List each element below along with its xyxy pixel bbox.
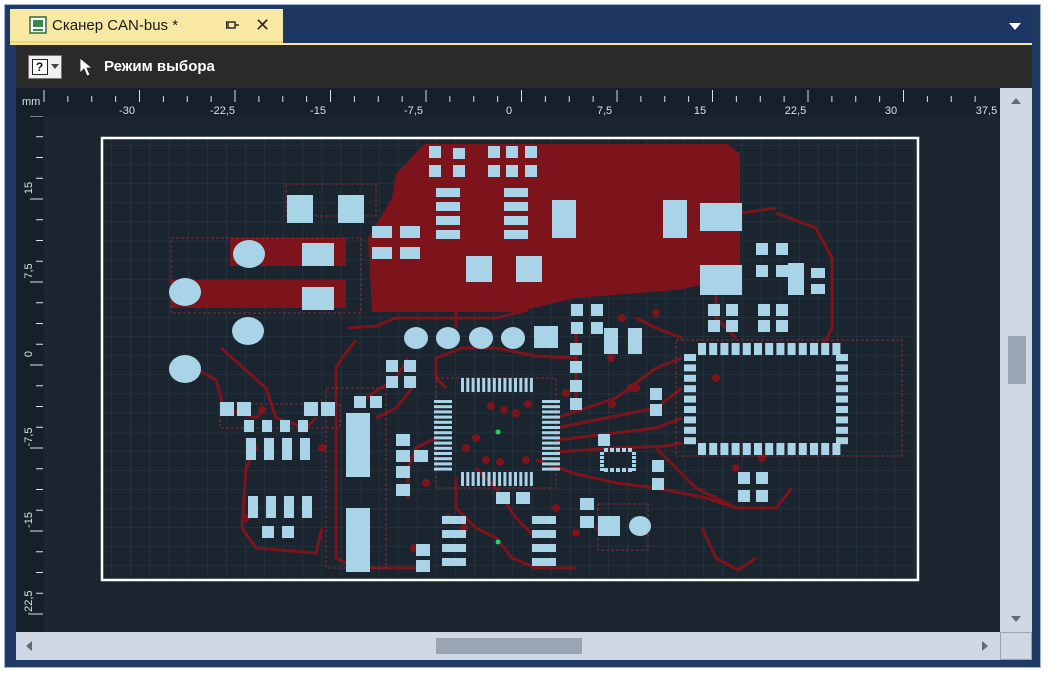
pin-icon[interactable] [226,18,240,32]
vertical-scrollbar[interactable] [1000,88,1032,632]
ruler-y-tick-label: -15 [23,512,35,528]
close-icon[interactable]: ✕ [255,15,271,35]
cursor-icon [79,56,94,76]
ruler-x-tick-label: -22,5 [210,105,235,116]
scroll-corner [1000,632,1032,660]
ruler-y-tick-label: -22,5 [23,590,35,615]
ruler-x-tick-label: 15 [694,105,706,116]
origin-marker [495,429,501,435]
tab-accent-line [10,43,1032,45]
dropdown-arrow-icon[interactable] [1009,23,1021,31]
scroll-up-icon[interactable] [1011,96,1021,106]
horizontal-scroll-thumb[interactable] [436,638,582,654]
ruler-x-tick-label: -7,5 [404,105,423,116]
tab-can-bus-scanner[interactable]: Сканер CAN-bus * ✕ [10,9,283,43]
origin-marker-2 [495,539,501,545]
document-icon [29,16,47,34]
ruler-unit-label: mm [22,96,41,108]
tab-bar: Сканер CAN-bus * ✕ [10,9,1032,43]
ruler-vertical: 15 7,5 0 -7,5 -15 -22,5 [16,116,44,632]
tab-title: Сканер CAN-bus * [52,16,179,34]
scroll-down-icon[interactable] [1011,614,1021,624]
pcb-editor-canvas[interactable]: mm -30 -22,5 -15 -7,5 0 7,5 15 22,5 30 37,5 15 7,5… [16,88,1032,660]
ruler-x-tick-label: 7,5 [597,105,612,116]
board-outline [100,136,920,582]
pcb-board-view[interactable] [16,88,1000,632]
scroll-right-icon[interactable] [980,641,990,651]
ruler-y-tick-label: -7,5 [23,428,35,447]
help-button[interactable]: ? [28,54,62,79]
ruler-x-tick-label: -15 [310,105,326,116]
pads [169,146,825,572]
ic-large-qfp [684,343,848,455]
ruler-y-tick-label: 0 [23,351,35,357]
ruler-x-tick-label: -30 [119,105,135,116]
horizontal-scrollbar[interactable] [16,632,1000,660]
scroll-left-icon[interactable] [24,641,34,651]
ruler-x-tick-label: 37,5 [976,105,997,116]
selection-mode-button[interactable]: Режим выбора [78,56,215,77]
toolbar: ? Режим выбора [16,45,1032,88]
ruler-x-tick-label: 22,5 [785,105,806,116]
ruler-y-tick-label: 15 [23,182,35,194]
ruler-x-tick-label: 0 [506,105,512,116]
ic-small-qfn [600,448,636,472]
vertical-scroll-thumb[interactable] [1008,336,1026,384]
ruler-x-tick-label: 30 [885,105,897,116]
ic-mcu-qfp [434,378,560,486]
mode-label: Режим выбора [104,58,215,75]
ruler-horizontal: mm -30 -22,5 -15 -7,5 0 7,5 15 22,5 30 37,5 [16,88,1000,116]
ruler-y-tick-label: 7,5 [23,263,35,278]
chevron-down-icon [50,64,59,69]
help-icon: ? [31,58,48,75]
